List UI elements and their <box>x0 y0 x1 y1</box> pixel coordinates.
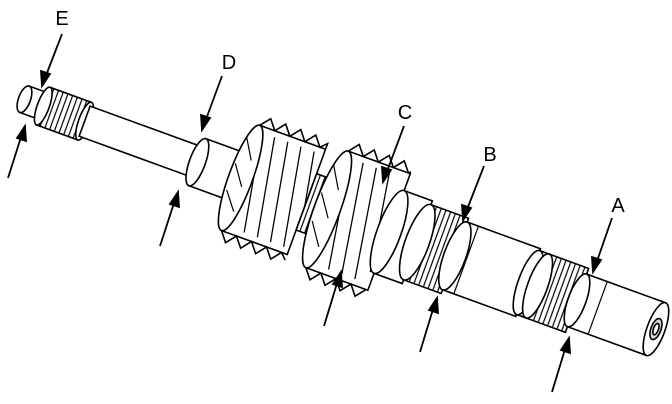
label-d: D <box>222 52 236 74</box>
leader-arrows <box>7 33 613 393</box>
arrow-head-d <box>200 113 212 133</box>
shaft-body <box>78 105 204 179</box>
label-c: C <box>398 102 412 124</box>
arrow-head-a <box>591 255 603 275</box>
shaft <box>16 85 670 357</box>
arrow-head-c <box>381 165 393 185</box>
arrow-head-b <box>461 203 473 223</box>
label-b: B <box>483 144 496 166</box>
gear-1 <box>217 117 330 261</box>
label-e: E <box>55 8 68 30</box>
arrow-head-e <box>40 69 52 89</box>
label-a: A <box>611 195 625 217</box>
